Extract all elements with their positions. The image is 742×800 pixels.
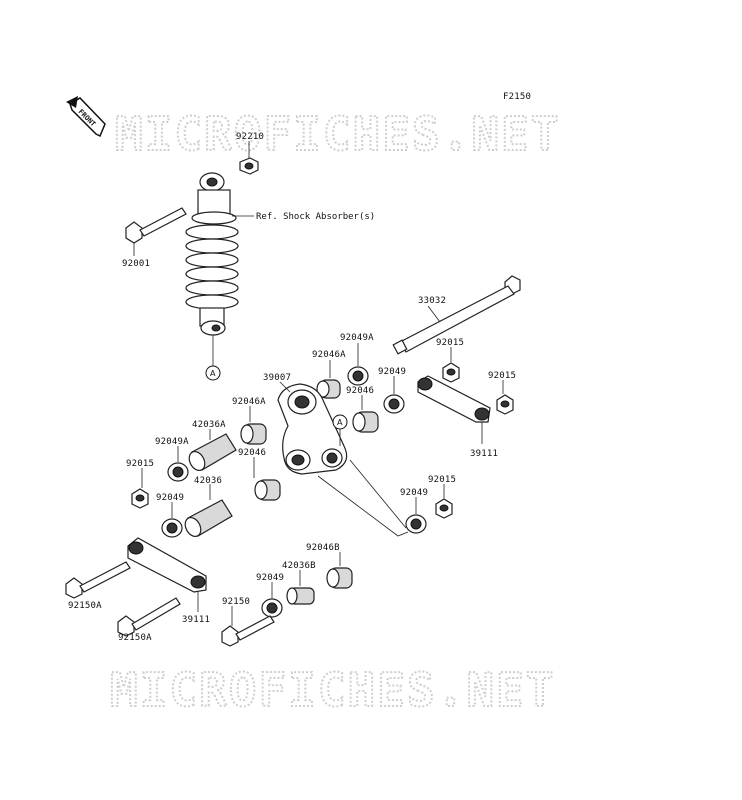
bolt-92150a-lower-icon [117, 597, 181, 637]
label-92046a-mid: 92046A [232, 397, 266, 407]
seal-92049a-upper-icon [347, 366, 369, 386]
bearing-92046-upper-right-icon [352, 411, 379, 433]
seal-92049-right-icon [383, 394, 405, 414]
bearing-92046-mid-icon [254, 479, 281, 501]
label-39111-left: 39111 [182, 615, 210, 625]
label-92015-upper-right: 92015 [436, 338, 464, 348]
rocker-arm-39007-icon [277, 383, 348, 475]
label-92210: 92210 [236, 132, 264, 142]
label-39007: 39007 [263, 373, 291, 383]
label-92049-left: 92049 [156, 493, 184, 503]
label-42036: 42036 [194, 476, 222, 486]
tie-rod-39111-left-icon [127, 537, 207, 593]
reference-note: Ref. Shock Absorber(s) [256, 212, 375, 222]
reference-marker-a [205, 365, 221, 381]
label-33032: 33032 [418, 296, 446, 306]
label-92015-left: 92015 [126, 459, 154, 469]
label-92046-mid: 92046 [238, 448, 266, 458]
bearing-92046b-icon [326, 567, 353, 589]
bearing-92046a-mid-icon [240, 423, 267, 445]
figure-code: F2150 [503, 92, 531, 102]
reference-marker-a-rocker-label: A [337, 418, 343, 427]
seal-92049a-left-icon [167, 462, 189, 482]
label-92049-bottom: 92049 [256, 573, 284, 583]
tie-rod-39111-right-icon [417, 375, 491, 423]
shaft-33032-icon [392, 275, 521, 355]
nut-92015-left-icon [131, 488, 149, 509]
label-42036a: 42036A [192, 420, 226, 430]
watermark-bottom: MICROFICHES.NET [110, 663, 555, 717]
label-92015-far-right: 92015 [488, 371, 516, 381]
reference-marker-a-label: A [210, 369, 216, 378]
collar-42036b-icon [286, 587, 315, 605]
seal-92049-lower-right-icon [405, 514, 427, 534]
label-92046a-upper: 92046A [312, 350, 346, 360]
label-92150a-lower: 92150A [118, 633, 152, 643]
bearing-92046a-upper-icon [316, 379, 341, 399]
nut-92210-icon [239, 157, 259, 175]
label-92049a-upper: 92049A [340, 333, 374, 343]
nut-92015-far-right-icon [496, 394, 514, 415]
seal-92049-bottom-icon [261, 598, 283, 618]
nut-92015-lower-right-icon [435, 498, 453, 519]
shock-absorber-icon [185, 172, 239, 336]
label-92049-lower-right: 92049 [400, 488, 428, 498]
seal-92049-left-icon [161, 518, 183, 538]
bolt-92150a-upper-icon [65, 561, 131, 599]
collar-42036-icon [184, 499, 233, 538]
label-92046b: 92046B [306, 543, 340, 553]
label-92049-right: 92049 [378, 367, 406, 377]
label-92001: 92001 [122, 259, 150, 269]
label-92049a-left: 92049A [155, 437, 189, 447]
label-42036b: 42036B [282, 561, 316, 571]
front-arrow-icon: FRONT [66, 96, 106, 138]
watermark-top: MICROFICHES.NET [115, 107, 560, 161]
bolt-92001-icon [125, 207, 187, 244]
label-92150a-upper: 92150A [68, 601, 102, 611]
collar-42036a-icon [188, 433, 237, 472]
label-92150: 92150 [222, 597, 250, 607]
nut-92015-upper-right-icon [442, 362, 460, 383]
label-92046-upper-right: 92046 [346, 386, 374, 396]
bolt-92150-icon [221, 615, 275, 647]
label-92015-lower-right: 92015 [428, 475, 456, 485]
label-39111-right: 39111 [470, 449, 498, 459]
